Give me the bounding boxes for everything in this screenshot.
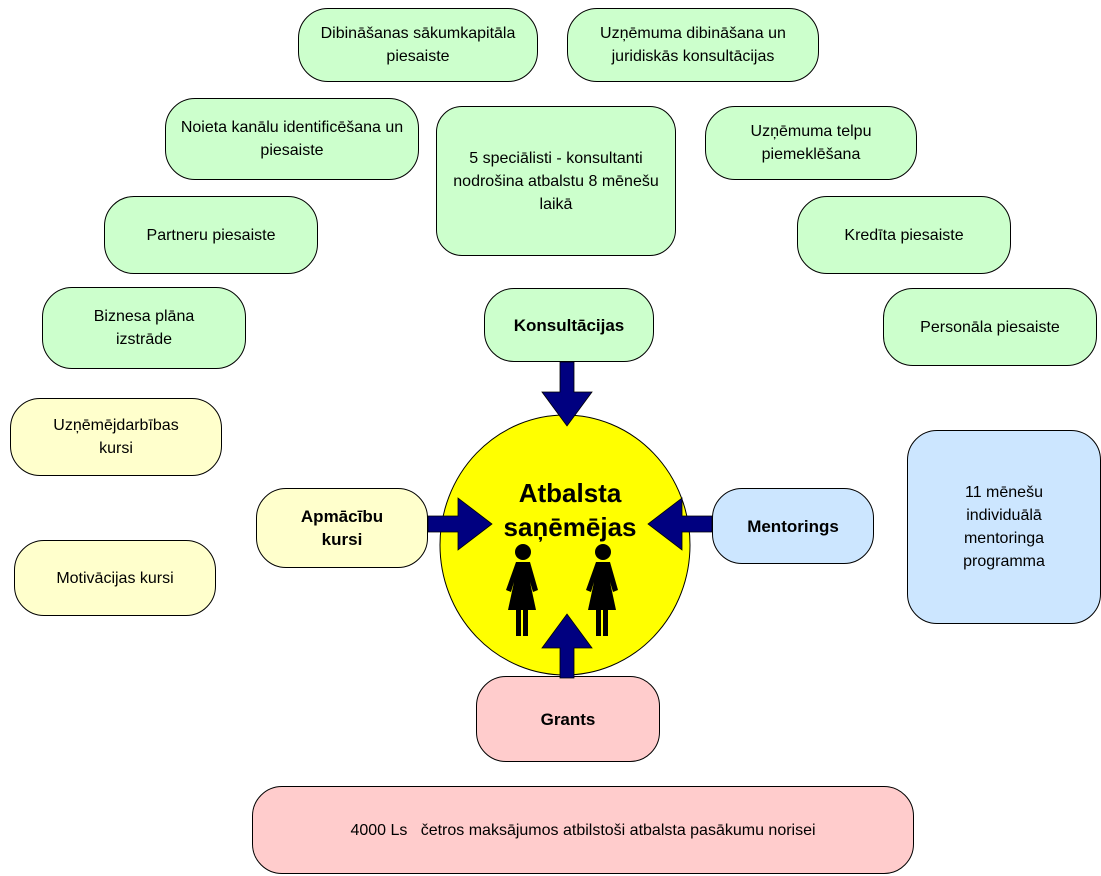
center-title: Atbalsta saņēmējas	[470, 476, 670, 544]
topic-company-founding-text: Uzņēmuma dibināšana un juridiskās konsul…	[600, 25, 786, 65]
topic-sales-channels-text: Noieta kanālu identificēšana un piesaist…	[180, 119, 404, 159]
topic-partners-text: Partneru piesaiste	[146, 226, 276, 244]
topic-business-plan-text: Biznesa plāna izstrāde	[93, 308, 195, 348]
hub-training: Apmācību kursi	[256, 488, 428, 568]
hub-grants-label: Grants	[540, 709, 596, 729]
topic-premises: Uzņēmuma telpu piemeklēšana	[705, 106, 917, 180]
hub-mentoring: Mentorings	[712, 488, 874, 564]
topic-company-founding: Uzņēmuma dibināšana un juridiskās konsul…	[567, 8, 819, 82]
topic-credit: Kredīta piesaiste	[797, 196, 1011, 274]
topic-startup-capital: Dibināšanas sākumkapitāla piesaiste	[298, 8, 538, 82]
hub-mentoring-label: Mentorings	[747, 516, 839, 536]
topic-personnel-text: Personāla piesaiste	[920, 318, 1060, 336]
mentoring-note: 11 mēnešu individuālā mentoringa program…	[907, 430, 1101, 624]
arrow-mentoring	[647, 497, 713, 551]
women-figures-icon	[506, 544, 618, 636]
arrow-grants	[541, 613, 593, 679]
center-title-line1: Atbalsta	[518, 478, 622, 508]
grant-note-text: 4000 Ls četros maksājumos atbilstoši atb…	[350, 821, 816, 839]
woman-figure-icon-right	[586, 544, 618, 636]
consultants-note-text: 5 speciālisti - konsultanti nodrošina at…	[453, 149, 659, 213]
hub-consultations: Konsultācijas	[484, 288, 654, 362]
topic-motivation-courses-text: Motivācijas kursi	[56, 569, 174, 587]
hub-consultations-label: Konsultācijas	[513, 315, 625, 335]
consultants-note: 5 speciālisti - konsultanti nodrošina at…	[436, 106, 676, 256]
center-title-line2: saņēmējas	[503, 512, 637, 542]
topic-entrepreneurship-courses-text: Uzņēmējdarbības kursi	[53, 417, 179, 457]
arrow-training	[427, 497, 493, 551]
topic-entrepreneurship-courses: Uzņēmējdarbības kursi	[10, 398, 222, 476]
topic-premises-text: Uzņēmuma telpu piemeklēšana	[750, 123, 872, 163]
topic-startup-capital-text: Dibināšanas sākumkapitāla piesaiste	[320, 25, 516, 65]
topic-sales-channels: Noieta kanālu identificēšana un piesaist…	[165, 98, 419, 180]
topic-partners: Partneru piesaiste	[104, 196, 318, 274]
mentoring-note-text: 11 mēnešu individuālā mentoringa program…	[963, 484, 1045, 570]
woman-figure-icon-left	[506, 544, 538, 636]
grant-note: 4000 Ls četros maksājumos atbilstoši atb…	[252, 786, 914, 874]
arrow-consultations	[541, 361, 593, 427]
topic-motivation-courses: Motivācijas kursi	[14, 540, 216, 616]
topic-personnel: Personāla piesaiste	[883, 288, 1097, 366]
topic-business-plan: Biznesa plāna izstrāde	[42, 287, 246, 369]
hub-grants: Grants	[476, 676, 660, 762]
topic-credit-text: Kredīta piesaiste	[844, 226, 964, 244]
hub-training-label: Apmācību kursi	[300, 507, 384, 549]
